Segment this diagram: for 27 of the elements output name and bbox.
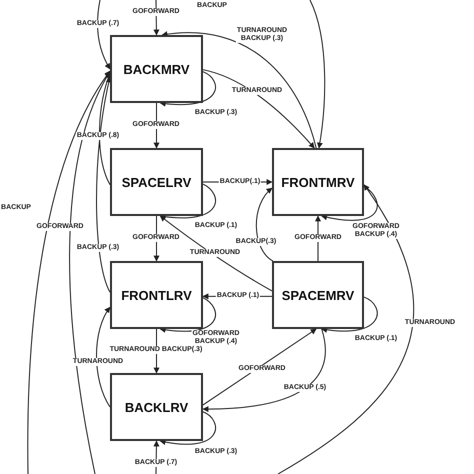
state-name: SPACELRV	[122, 174, 192, 190]
state-name: BACKMRV	[123, 62, 190, 76]
arrow	[96, 76, 112, 293]
arrow	[202, 69, 315, 148]
arrow	[321, 296, 378, 333]
arrow	[160, 216, 272, 292]
arrow	[160, 411, 216, 445]
state-name: FRONTMRV	[281, 174, 355, 190]
state-name: SPACEMRV	[282, 288, 354, 302]
arrow	[321, 186, 378, 221]
state-box	[110, 35, 203, 103]
state-box	[272, 261, 364, 329]
arrow	[96, 306, 110, 408]
arrow	[27, 70, 110, 474]
state-box	[110, 261, 203, 329]
state-box	[272, 148, 364, 216]
state-box	[110, 148, 203, 216]
arrow	[310, 0, 326, 149]
state-name: BACKLRV	[124, 400, 188, 414]
arrow	[161, 31, 317, 148]
arrow	[160, 71, 216, 106]
arrow	[256, 188, 274, 262]
state-box	[110, 373, 203, 441]
arrow	[160, 297, 216, 333]
state-name: FRONTLRV	[121, 288, 192, 302]
arrow	[278, 184, 414, 474]
arrow	[97, 0, 110, 70]
